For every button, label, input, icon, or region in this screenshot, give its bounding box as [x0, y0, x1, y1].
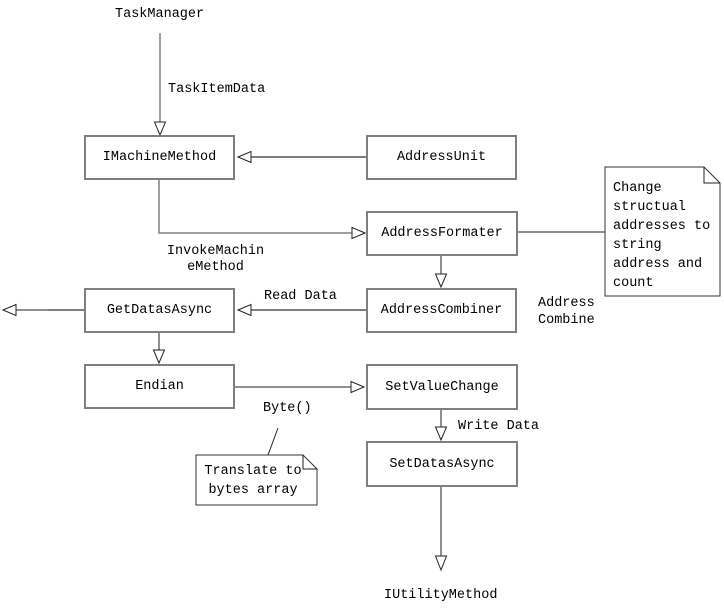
arrowhead-left-icon [1, 303, 17, 317]
note-translate-bytes-text: Translate to bytes array [204, 464, 302, 498]
arrowhead-left-icon [236, 150, 252, 164]
note-fold-icon [302, 455, 317, 470]
label-byte: Byte() [263, 401, 312, 416]
edge-taskmanager-imachinemethod [153, 33, 167, 137]
arrowhead-right-icon [350, 380, 366, 394]
edge-addresscombiner-getdatasasync [236, 303, 366, 317]
node-address-unit: AddressUnit [366, 135, 517, 180]
note-fold-icon [703, 167, 720, 184]
label-read-data: Read Data [264, 289, 337, 304]
label-invoke-machine-method: InvokeMachin eMethod [166, 244, 265, 275]
label-task-manager: TaskManager [115, 7, 205, 22]
arrowhead-right-icon [351, 226, 367, 240]
arrowhead-down-icon [434, 426, 448, 442]
edge-note-byte-connector [267, 427, 279, 456]
node-get-datas-async: GetDatasAsync [84, 288, 235, 333]
label-iutility-method: IUtilityMethod [384, 588, 498, 603]
node-address-formater: AddressFormater [366, 211, 518, 256]
edge-imachinemethod-addressformater [158, 180, 367, 240]
node-address-combiner: AddressCombiner [366, 288, 517, 333]
arrowhead-down-icon [153, 121, 167, 137]
edge-setvaluechange-setdatasasync [434, 410, 448, 442]
note-change-structual-shape [604, 166, 721, 297]
edge-addressformater-addresscombiner [434, 256, 448, 289]
arrowhead-down-icon [434, 273, 448, 289]
node-endian: Endian [84, 364, 235, 409]
label-write-data: Write Data [458, 419, 540, 434]
arrowhead-down-icon [434, 555, 448, 572]
note-change-structual-text: Change structual addresses to string add… [613, 181, 711, 291]
edge-endian-setvaluechange [235, 380, 366, 394]
node-imachine-method: IMachineMethod [84, 135, 235, 180]
label-task-item-data: TaskItemData [168, 82, 266, 97]
edge-setdatasasync-iutilitymethod [434, 487, 448, 572]
edge-getdatasasync-left [1, 303, 84, 317]
node-set-datas-async: SetDatasAsync [366, 441, 518, 487]
arrowhead-down-icon [152, 349, 166, 365]
edge-getdatasasync-endian [152, 333, 166, 365]
arrowhead-left-icon [236, 303, 252, 317]
edge-addressunit-imachinemethod [236, 150, 366, 164]
node-set-value-change: SetValueChange [366, 364, 518, 410]
label-address-combine: Address Combine [538, 296, 595, 328]
note-translate-bytes-shape [195, 454, 318, 506]
